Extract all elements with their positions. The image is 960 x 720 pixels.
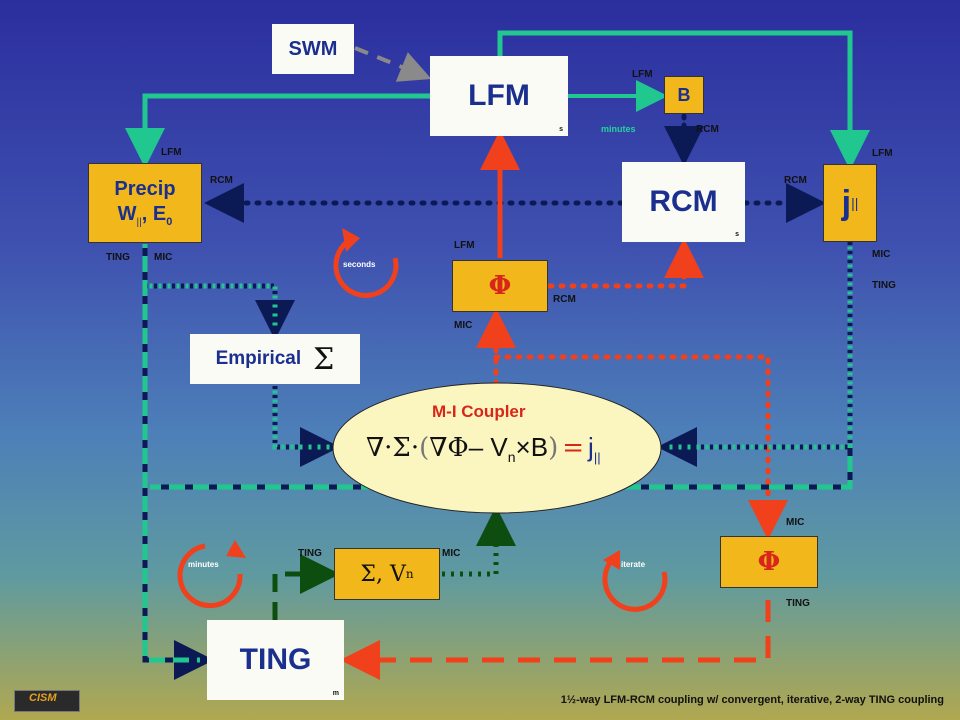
phi-rcm-label: RCM xyxy=(553,294,576,305)
precip-mic-label: MIC xyxy=(154,252,173,263)
jpar-lfm-label: LFM xyxy=(872,148,893,159)
swm-to-lfm-line xyxy=(354,46,432,82)
jpar-ting-label: TING xyxy=(872,280,896,291)
precip-box: Precip W||, E0 xyxy=(88,163,202,243)
cycle-iterate-label: iterate xyxy=(621,560,646,569)
lfm-sub: s xyxy=(559,126,563,133)
phi-top-label: Φ xyxy=(488,271,512,301)
rcm-sub: s xyxy=(735,231,739,238)
phi-right-to-ting-line xyxy=(340,600,771,680)
phi-right-mic-label: MIC xyxy=(786,517,805,528)
ting-label: TING xyxy=(239,643,312,676)
minutes-near-b-label: minutes xyxy=(601,124,636,134)
cycle-seconds-icon xyxy=(333,228,399,298)
phi-lfm-label: LFM xyxy=(454,240,475,251)
coupler-equation: ∇·Σ·(∇Φ– Vn×B)=j|| xyxy=(366,432,601,466)
jpar-label: j xyxy=(841,183,852,222)
precip-to-empirical-line xyxy=(145,283,295,340)
sigmavn-ting-label: TING xyxy=(298,548,322,559)
mi-coupler-ellipse xyxy=(332,382,662,514)
precip-lfm-label: LFM xyxy=(161,147,182,158)
jpar-mic-label: MIC xyxy=(872,249,891,260)
cycle-iterate-icon xyxy=(602,550,668,612)
sigmavn-to-coupler-line xyxy=(442,506,516,577)
swm-label: SWM xyxy=(288,37,338,60)
rcm-label: RCM xyxy=(649,185,718,218)
precip-vars: W||, E0 xyxy=(117,202,173,228)
empirical-label: Empirical xyxy=(215,348,302,369)
b-box: B xyxy=(664,76,704,114)
lfm-label: LFM xyxy=(468,79,530,112)
slide-caption: 1½-way LFM-RCM coupling w/ convergent, i… xyxy=(560,694,944,706)
lfm-near-b-label: LFM xyxy=(632,69,653,80)
empirical-sigma: Σ xyxy=(313,341,335,377)
coupler-title: M-I Coupler xyxy=(432,402,526,421)
lfm-to-jpar-line xyxy=(497,30,870,170)
coupler-to-phi-right-line xyxy=(493,354,788,540)
precip-title: Precip xyxy=(114,177,176,200)
rcm-near-b-label: RCM xyxy=(696,124,719,135)
sigmavn-mic-label: MIC xyxy=(442,548,461,559)
cycle-seconds-label: seconds xyxy=(343,260,376,269)
phi-to-rcm-line xyxy=(547,238,704,289)
precip-to-ting-line xyxy=(142,244,214,680)
rcm-box: RCM s xyxy=(622,162,745,242)
lfm-box: LFM s xyxy=(430,56,568,136)
swm-box: SWM xyxy=(272,24,354,74)
precip-ting-label: TING xyxy=(106,252,130,263)
cism-logo: CISM xyxy=(14,690,80,712)
ting-sub: m xyxy=(332,690,339,697)
jpar-box: j|| xyxy=(823,164,877,242)
phi-right-label: Φ xyxy=(757,547,781,577)
cycle-minutes-icon xyxy=(177,540,246,609)
cism-logo-text: CISM xyxy=(29,692,57,704)
phi-right-ting-label: TING xyxy=(786,598,810,609)
phi-top-box: Φ xyxy=(452,260,548,312)
ting-to-sigmavn-line xyxy=(272,554,340,620)
precip-rcm-label: RCM xyxy=(210,175,233,186)
phi-mic-label: MIC xyxy=(454,320,473,331)
jpar-to-coupler-line xyxy=(657,242,853,467)
jpar-rcm-label: RCM xyxy=(784,175,807,186)
lfm-to-precip-line xyxy=(125,93,430,168)
ting-box: TING m xyxy=(207,620,344,700)
phi-right-box: Φ xyxy=(720,536,818,588)
empirical-to-coupler-line xyxy=(272,386,340,467)
sigma-vn-label: Σ, V xyxy=(360,561,406,587)
cycle-minutes-label: minutes xyxy=(188,560,219,569)
b-label: B xyxy=(677,84,691,105)
empirical-box: Empirical Σ xyxy=(190,334,360,384)
